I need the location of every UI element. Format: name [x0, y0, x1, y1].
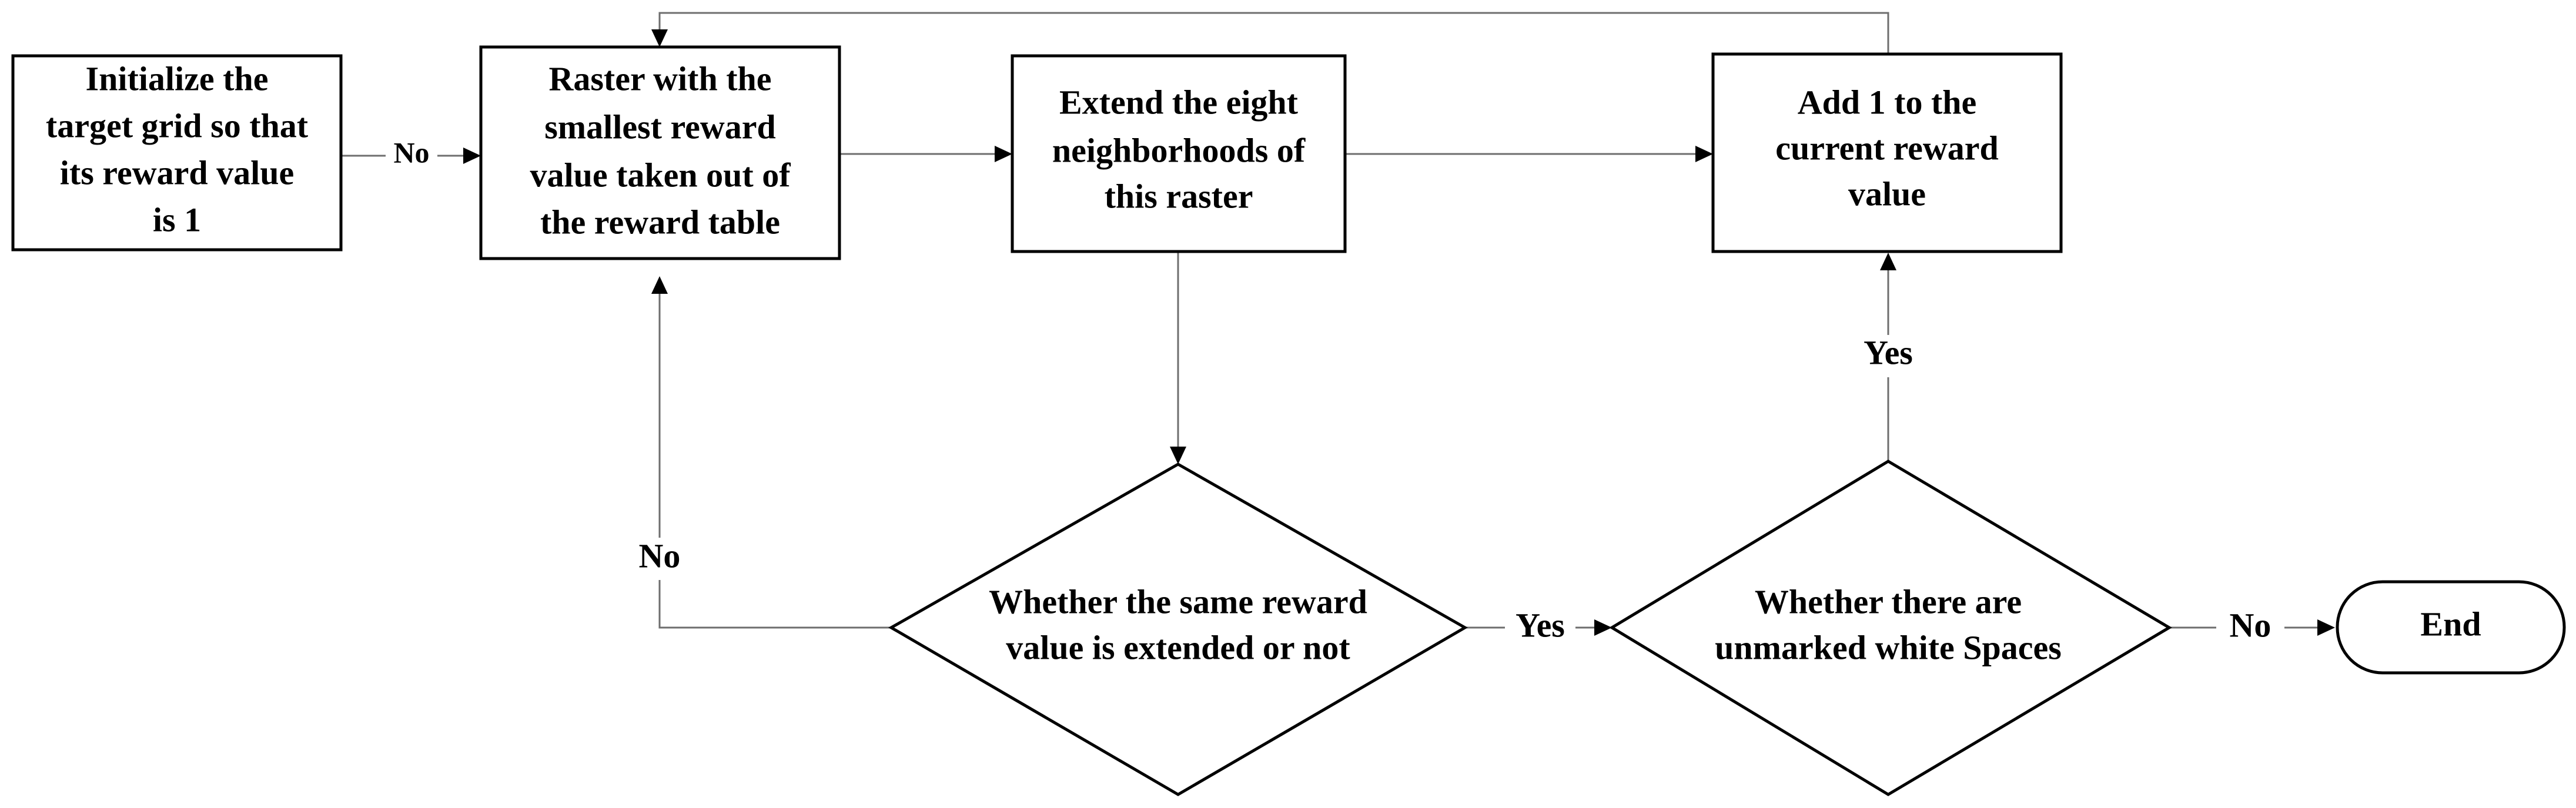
node-raster-line-2: smallest reward	[544, 108, 776, 146]
node-init-line-3: its reward value	[60, 153, 294, 192]
arrowhead-extend-to-add	[1695, 146, 1713, 162]
edge-label-same-yes: Yes	[1516, 606, 1565, 644]
edge-label-unmarked-yes: Yes	[1864, 333, 1913, 371]
arrowhead-extend-to-same	[1170, 447, 1186, 464]
decision-unmarked-white-spaces: Whether there are unmarked white Spaces	[1609, 460, 2172, 796]
node-raster-smallest-reward: Raster with the smallest reward value ta…	[479, 45, 841, 260]
node-add-one-to-reward: Add 1 to the current reward value	[1711, 52, 2063, 253]
decision-same-reward-extended: Whether the same reward value is extende…	[888, 462, 1468, 796]
edge-label-same-no: No	[639, 537, 681, 575]
arrowhead-same-to-unmarked	[1594, 619, 1612, 636]
node-add-line-3: value	[1848, 175, 1926, 213]
arrowhead-unmarked-to-add	[1880, 253, 1896, 270]
edge-same-to-raster	[658, 282, 891, 629]
edge-add-to-raster-loop	[658, 12, 1889, 54]
arrowhead-same-to-raster	[651, 276, 668, 294]
node-extend-eight-neighborhoods: Extend the eight neighborhoods of this r…	[1011, 54, 1347, 253]
arrowhead-init-to-raster	[463, 147, 481, 164]
node-add-line-2: current reward	[1775, 129, 1999, 167]
arrowhead-unmarked-to-end	[2317, 619, 2335, 636]
node-end: End	[2336, 580, 2566, 675]
edge-label-init-no: No	[393, 136, 429, 169]
node-initialize-target-grid: Initialize the target grid so that its r…	[11, 54, 343, 252]
node-init-line-2: target grid so that	[46, 106, 309, 145]
decision-unmarked-line-2: unmarked white Spaces	[1715, 628, 2062, 666]
node-init-line-1: Initialize the	[86, 59, 269, 98]
node-end-label: End	[2420, 605, 2481, 643]
decision-same-line-2: value is extended or not	[1006, 628, 1350, 666]
node-init-line-4: is 1	[153, 200, 201, 239]
node-extend-line-2: neighborhoods of	[1052, 131, 1306, 169]
node-extend-line-1: Extend the eight	[1059, 83, 1299, 121]
arrowhead-raster-to-extend	[995, 146, 1012, 162]
node-raster-line-1: Raster with the	[548, 59, 771, 98]
decision-unmarked-line-1: Whether there are	[1755, 582, 2022, 621]
node-add-line-1: Add 1 to the	[1798, 83, 1977, 121]
node-raster-line-4: the reward table	[540, 203, 780, 241]
edge-label-unmarked-no: No	[2230, 606, 2271, 644]
node-raster-line-3: value taken out of	[530, 156, 791, 194]
decision-same-line-1: Whether the same reward	[989, 582, 1367, 621]
node-extend-line-3: this raster	[1105, 177, 1253, 215]
arrowhead-add-to-raster-loop	[651, 29, 668, 47]
